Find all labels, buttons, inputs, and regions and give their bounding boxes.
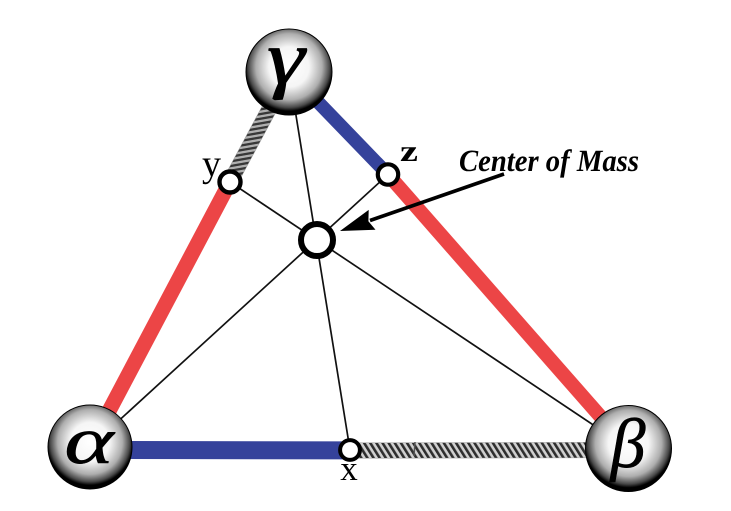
- svg-text:x: x: [340, 449, 358, 488]
- svg-text:α: α: [64, 404, 116, 478]
- svg-text:β: β: [609, 406, 646, 483]
- svg-text:z: z: [400, 135, 418, 168]
- svg-text:γ: γ: [267, 17, 307, 101]
- svg-text:y: y: [202, 143, 221, 185]
- svg-text:Center of Mass: Center of Mass: [459, 143, 639, 178]
